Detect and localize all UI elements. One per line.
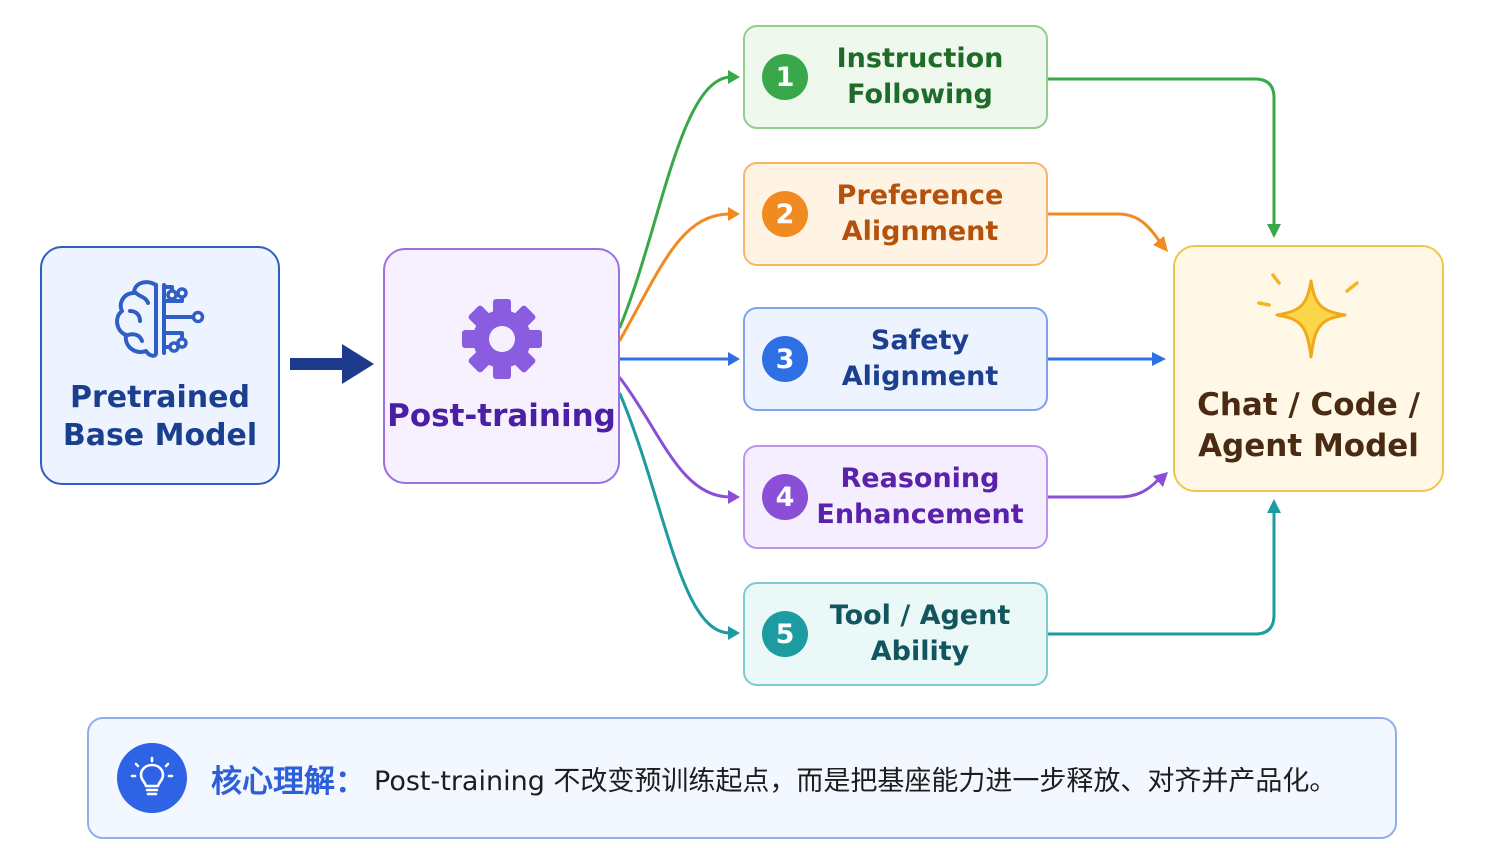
connector-from-preference (1046, 212, 1162, 244)
post-training-label: Post-training (387, 398, 616, 434)
main-arrow (290, 344, 374, 384)
connector-to-reasoning (618, 376, 732, 499)
connector-to-preference (618, 212, 732, 342)
note-title: 核心理解： (211, 763, 366, 800)
sparkle-icon (1256, 272, 1359, 358)
key-insight-callout: 核心理解： Post-training 不改变预训练起点，而是把基座能力进一步释… (87, 717, 1397, 839)
brain-circuit-icon (115, 279, 205, 358)
step-badge-3: 3 (762, 336, 808, 382)
note-text: Post-training 不改变预训练起点，而是把基座能力进一步释放、对齐并产… (374, 765, 1337, 797)
connector-from-reasoning (1046, 478, 1160, 499)
step-badge-4: 4 (762, 474, 808, 520)
connector-from-instruction (1046, 77, 1276, 227)
step-badge-5: 5 (762, 611, 808, 657)
post-training-node: Post-training (383, 248, 620, 484)
step-badge-1: 1 (762, 54, 808, 100)
lightbulb-icon (117, 743, 187, 813)
chat-code-agent-model-label: Chat / Code / Agent Model (1197, 386, 1420, 464)
chat-code-agent-model-node: Chat / Code / Agent Model (1173, 245, 1444, 492)
step-badge-2: 2 (762, 191, 808, 237)
connector-to-instruction (618, 75, 732, 329)
pretrained-base-model-label: Pretrained Base Model (62, 379, 258, 453)
connector-to-tool (618, 392, 732, 635)
pretrained-base-model-node: Pretrained Base Model (40, 246, 280, 485)
gear-icon (461, 299, 542, 379)
connector-from-tool (1046, 510, 1276, 636)
